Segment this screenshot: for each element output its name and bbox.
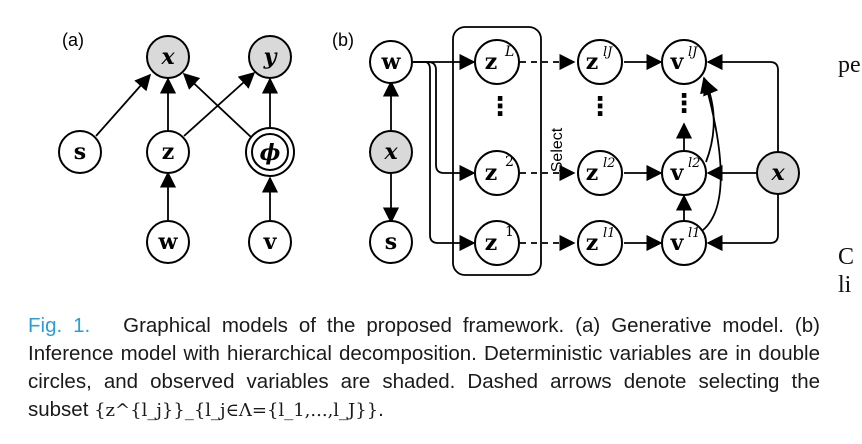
node-w-b: w	[369, 40, 413, 84]
node-s-b: s	[369, 220, 413, 264]
svg-text:1: 1	[505, 224, 514, 240]
node-x-a: x	[146, 35, 190, 79]
svg-text:2: 2	[505, 154, 514, 170]
svg-text:z: z	[586, 160, 599, 186]
svg-text:x: x	[383, 139, 398, 165]
svg-text:l1: l1	[688, 226, 700, 241]
svg-text:y: y	[263, 44, 279, 70]
page-edge-line3: li	[838, 272, 852, 298]
caption-math: {z^{l_j}}_{l_j∈Λ={l_1,...,l_J}}	[94, 400, 379, 421]
node-w-a: w	[146, 220, 190, 264]
svg-text:z: z	[485, 49, 498, 75]
panel-a-edges	[95, 71, 279, 220]
svg-text:ϕ: ϕ	[260, 140, 281, 166]
svg-text:z: z	[162, 139, 175, 165]
select-label: Select	[549, 127, 566, 172]
svg-text:z: z	[485, 230, 498, 256]
figure-caption: Fig. 1. Graphical models of the proposed…	[28, 312, 820, 425]
page-edge-line2: C	[838, 244, 855, 270]
node-v-a: v	[248, 220, 292, 264]
node-z-a: z	[146, 130, 190, 174]
caption-fig-label: Fig. 1.	[28, 314, 91, 337]
svg-text:w: w	[381, 49, 402, 75]
svg-text:L: L	[504, 44, 514, 60]
svg-text:lJ: lJ	[688, 45, 698, 60]
node-y-a: y	[248, 35, 292, 79]
svg-text:v: v	[263, 229, 278, 255]
caption-end: .	[378, 398, 384, 421]
page-edge-line1: pe	[838, 52, 861, 78]
svg-text:s: s	[74, 139, 86, 165]
node-x-b: x	[369, 130, 413, 174]
svg-text:x: x	[160, 44, 175, 70]
node-vl2: v l2	[661, 150, 707, 196]
svg-text:l1: l1	[603, 226, 615, 241]
svg-text:x: x	[770, 160, 785, 186]
z-group-box	[452, 26, 542, 276]
caption-text: Graphical models of the proposed framewo…	[28, 314, 820, 421]
svg-text:s: s	[385, 229, 397, 255]
node-vlJ: v lJ	[661, 39, 707, 85]
svg-text:z: z	[485, 160, 498, 186]
svg-text:w: w	[158, 229, 179, 255]
node-z2: z 2	[474, 150, 520, 196]
ellipsis-v: ⋮	[671, 89, 697, 119]
panel-b-label: (b)	[332, 30, 354, 50]
svg-text:v: v	[670, 160, 685, 186]
panel-a-label: (a)	[62, 30, 84, 50]
node-phi-a: ϕ	[245, 127, 295, 177]
svg-text:v: v	[670, 230, 685, 256]
node-z1: z 1	[474, 220, 520, 266]
node-zl2: z l2	[577, 150, 623, 196]
adjacent-page-text: pe C li	[838, 40, 862, 340]
node-x-right: x	[756, 151, 800, 195]
node-zL: z L	[474, 39, 520, 85]
svg-text:l2: l2	[603, 156, 615, 171]
ellipsis-zl: ⋮	[587, 92, 613, 122]
svg-text:z: z	[586, 230, 599, 256]
svg-text:l2: l2	[688, 156, 700, 171]
node-s-a: s	[58, 130, 102, 174]
panel-b-edges	[382, 53, 779, 252]
node-zl1: z l1	[577, 220, 623, 266]
node-vl1: v l1	[661, 220, 707, 266]
svg-text:v: v	[670, 49, 685, 75]
ellipsis-z: ⋮	[487, 92, 513, 122]
svg-text:lJ: lJ	[603, 45, 613, 60]
svg-text:z: z	[586, 49, 599, 75]
node-zlJ: z lJ	[577, 39, 623, 85]
